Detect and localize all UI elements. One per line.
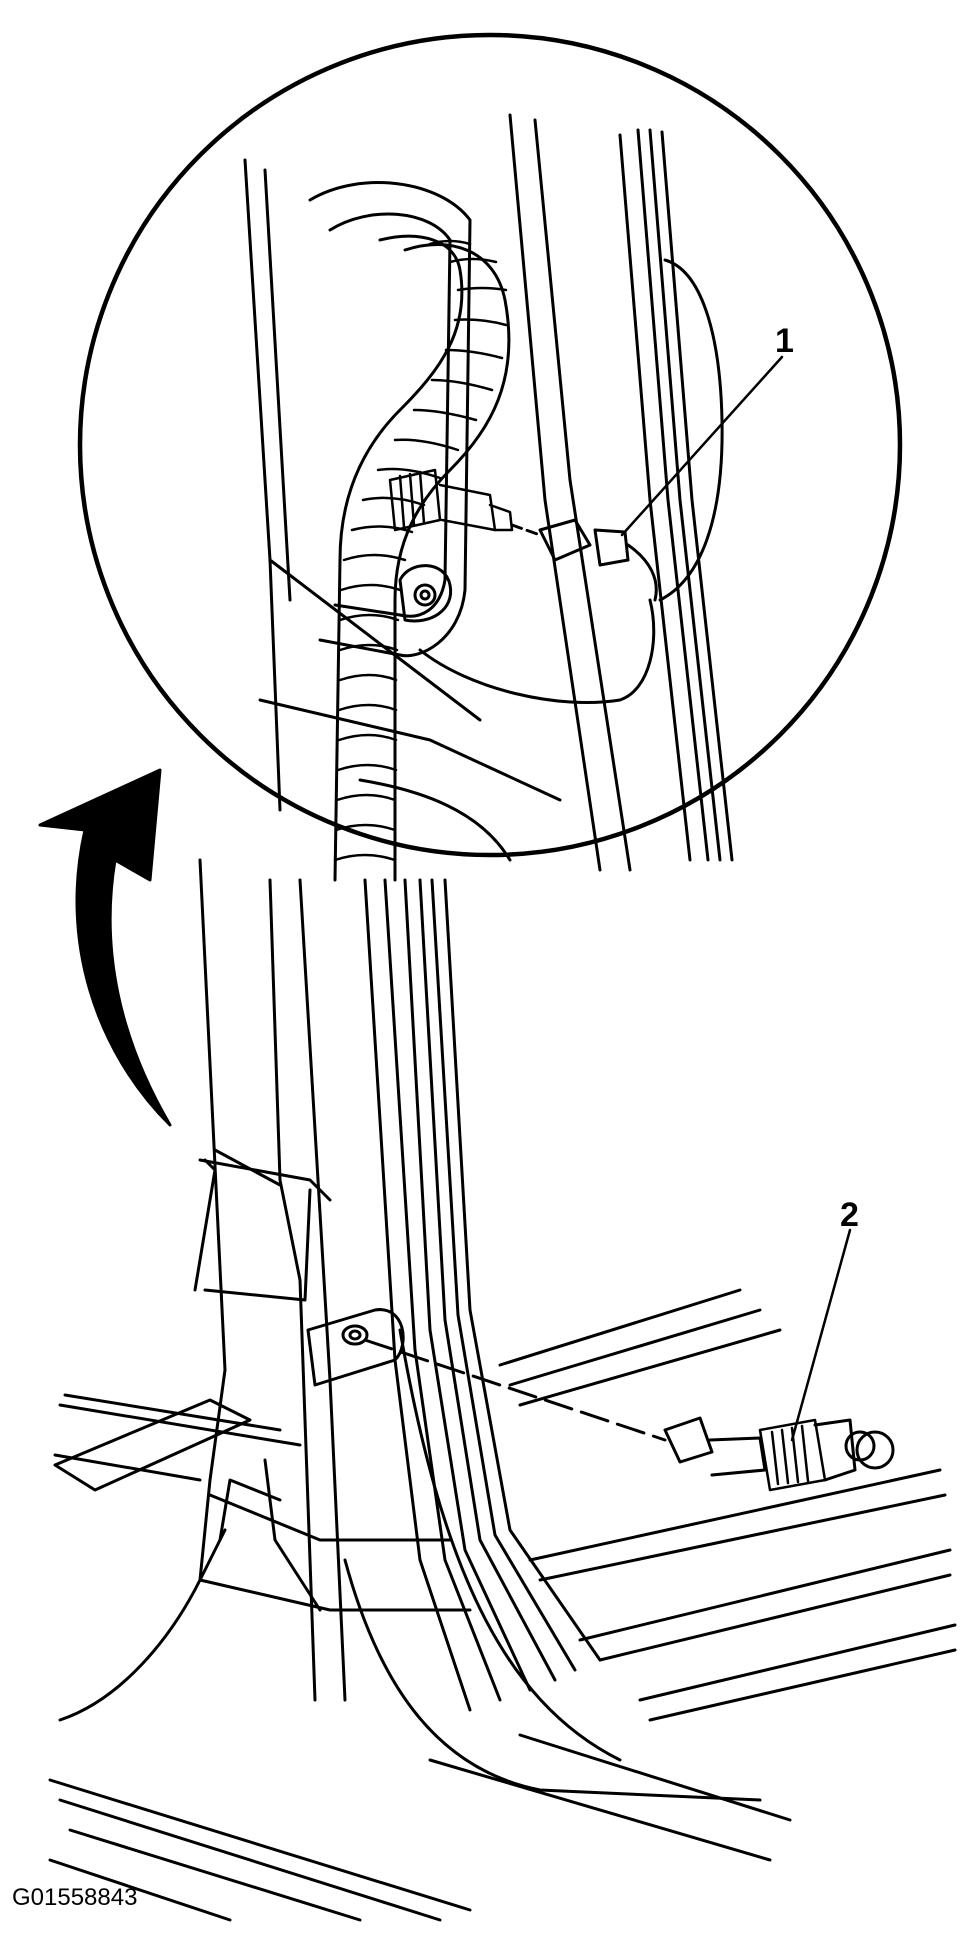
installation-line bbox=[363, 1338, 667, 1442]
detail-pillar-lines bbox=[243, 113, 734, 872]
callout-2-leader bbox=[790, 1228, 852, 1442]
detail-bracket bbox=[398, 564, 453, 623]
detail-circle bbox=[77, 32, 903, 858]
b-pillar bbox=[193, 858, 762, 1802]
detail-connector bbox=[510, 518, 658, 602]
callout-2-label: 2 bbox=[840, 1196, 859, 1234]
sensor-2 bbox=[663, 1416, 895, 1492]
figure-id: G01558843 bbox=[12, 1884, 138, 1911]
detail-view bbox=[243, 113, 734, 882]
zoom-arrow bbox=[38, 768, 172, 1127]
floor-ribs bbox=[48, 1288, 957, 1922]
detail-panel bbox=[258, 181, 656, 862]
mounting-bracket bbox=[306, 1308, 405, 1387]
callout-1-label: 1 bbox=[775, 322, 794, 360]
detail-harness bbox=[333, 234, 511, 882]
detail-door-edge bbox=[658, 258, 724, 602]
floor-panels-left bbox=[53, 1398, 282, 1722]
callout-1-leader bbox=[620, 355, 784, 537]
lower-view bbox=[48, 858, 957, 1922]
